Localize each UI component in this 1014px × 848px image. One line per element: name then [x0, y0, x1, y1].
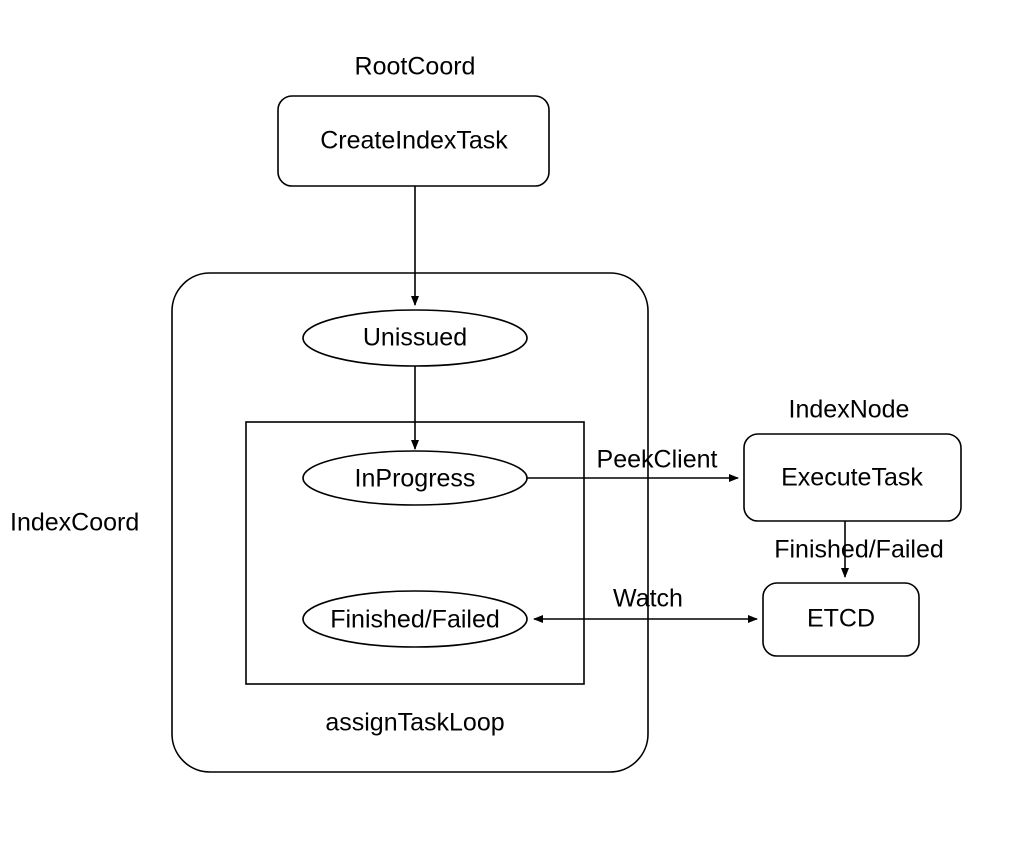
node-createindextask-label: CreateIndexTask: [320, 127, 508, 155]
edge-label-watch: Watch: [613, 585, 683, 613]
node-executetask-label: ExecuteTask: [781, 464, 923, 492]
group-indexcoord-label: IndexCoord: [10, 509, 139, 537]
group-assigntaskloop-label: assignTaskLoop: [325, 709, 504, 737]
node-createindextask[interactable]: CreateIndexTask: [277, 95, 550, 187]
node-inprogress[interactable]: InProgress: [302, 450, 528, 506]
group-indexcoord-boundary: [171, 272, 649, 773]
node-inprogress-shape[interactable]: [302, 450, 528, 506]
node-executetask[interactable]: ExecuteTask: [743, 433, 962, 522]
node-inprogress-label: InProgress: [355, 465, 476, 493]
node-finishedfailed[interactable]: Finished/Failed: [302, 590, 528, 648]
node-executetask-shape[interactable]: [743, 433, 962, 522]
node-finishedfailed-label: Finished/Failed: [330, 606, 500, 634]
node-etcd-shape[interactable]: [762, 582, 920, 657]
node-unissued[interactable]: Unissued: [302, 309, 528, 367]
node-unissued-label: Unissued: [363, 324, 467, 352]
group-indexnode-label: IndexNode: [789, 396, 910, 424]
edge-label-peekclient: PeekClient: [597, 446, 718, 474]
node-unissued-shape[interactable]: [302, 309, 528, 367]
edge-label-finished-failed: Finished/Failed: [774, 536, 944, 564]
node-createindextask-shape[interactable]: [277, 95, 550, 187]
node-finishedfailed-shape[interactable]: [302, 590, 528, 648]
node-etcd-label: ETCD: [807, 605, 875, 633]
node-etcd[interactable]: ETCD: [762, 582, 920, 657]
group-rootcoord-label: RootCoord: [355, 53, 476, 81]
